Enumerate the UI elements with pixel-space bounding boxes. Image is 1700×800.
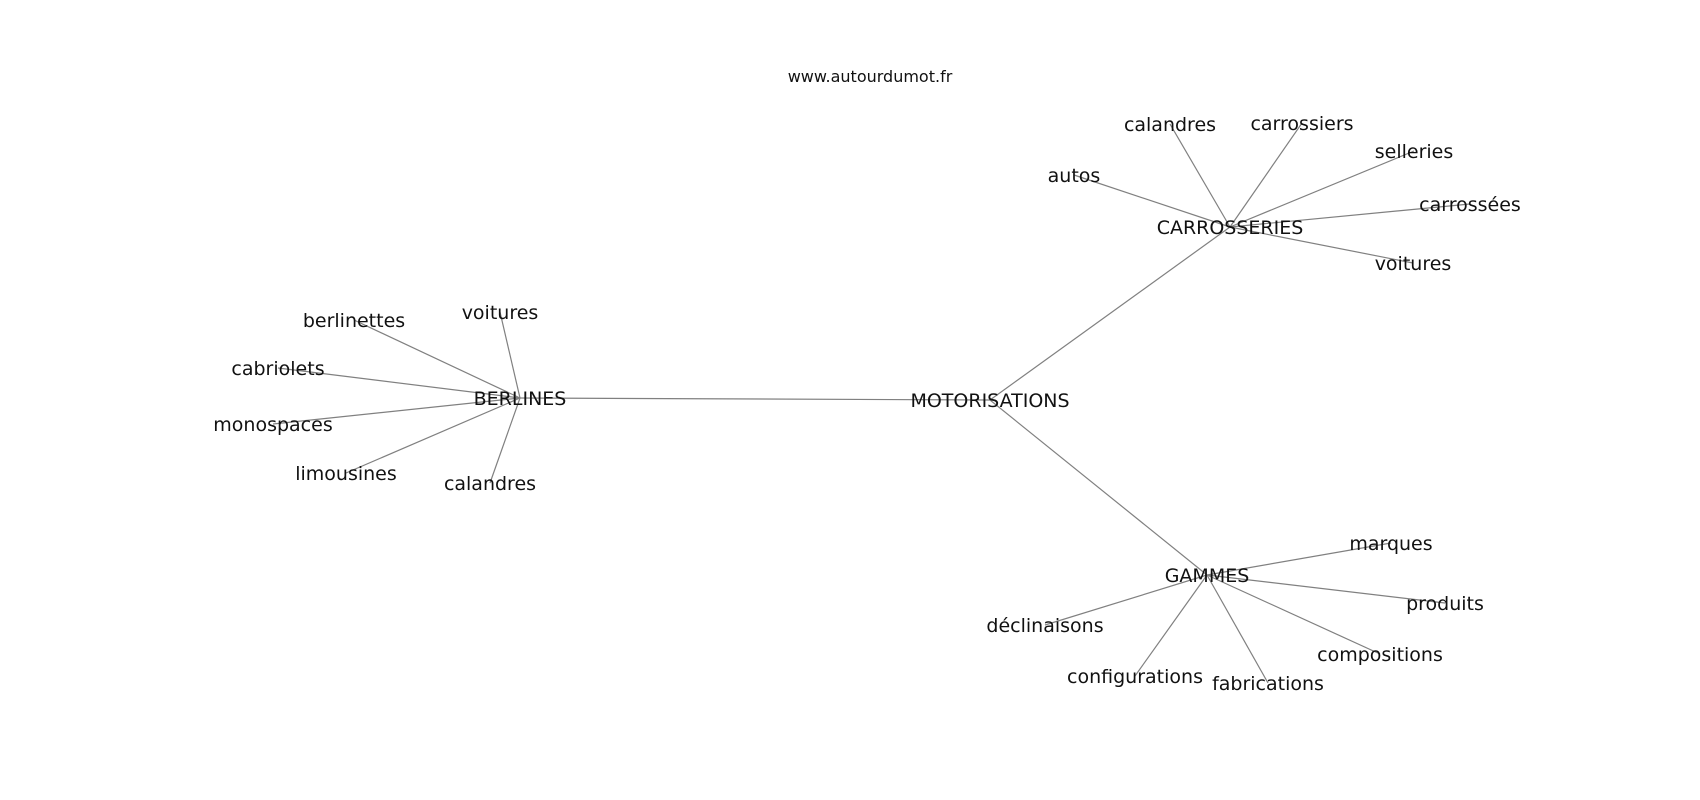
source-label[interactable]: www.autourdumot.fr <box>788 67 953 86</box>
node-b-voitures: voitures <box>462 302 539 324</box>
node-g-configurations: configurations <box>1067 666 1203 688</box>
edge-gammes-g-configurations <box>1134 574 1208 677</box>
graph-edges <box>272 122 1471 684</box>
edge-berlines-b-voitures <box>499 311 521 399</box>
edge-carrosseries-c-autos <box>1073 174 1231 228</box>
node-c-carrossiers: carrossiers <box>1250 113 1353 135</box>
node-gammes: GAMMES <box>1165 565 1250 587</box>
edge-gammes-g-marques <box>1206 542 1392 576</box>
node-c-carrossees: carrossées <box>1419 194 1521 216</box>
edge-carrosseries-c-selleries <box>1229 150 1415 228</box>
edge-gammes-g-fabrications <box>1206 574 1269 684</box>
edge-motorisations-berlines <box>519 397 991 401</box>
node-b-cabriolets: cabriolets <box>231 358 324 380</box>
node-berlines: BERLINES <box>474 388 567 410</box>
edge-berlines-b-calandres <box>489 397 521 484</box>
node-b-calandres: calandres <box>444 473 536 495</box>
node-c-calandres: calandres <box>1124 114 1216 136</box>
edge-carrosseries-c-carrossees <box>1229 203 1471 228</box>
node-c-voitures: voitures <box>1375 253 1452 275</box>
edge-berlines-b-monospaces <box>272 397 521 425</box>
node-b-berlinettes: berlinettes <box>303 310 405 332</box>
node-g-compositions: compositions <box>1317 644 1443 666</box>
edge-carrosseries-c-carrossiers <box>1229 122 1303 228</box>
edge-gammes-g-declinaisons <box>1044 574 1208 626</box>
node-b-monospaces: monospaces <box>213 414 332 436</box>
node-b-limousines: limousines <box>295 463 397 485</box>
node-g-produits: produits <box>1406 593 1484 615</box>
edge-gammes-g-produits <box>1206 574 1446 604</box>
node-carrosseries: CARROSSERIES <box>1157 217 1304 239</box>
edge-berlines-b-cabriolets <box>277 367 521 399</box>
node-c-selleries: selleries <box>1375 141 1454 163</box>
edge-carrosseries-c-voitures <box>1229 226 1414 264</box>
edge-carrosseries-c-calandres <box>1169 123 1231 228</box>
edge-gammes-g-compositions <box>1206 574 1381 655</box>
node-g-declinaisons: déclinaisons <box>986 615 1103 637</box>
edge-berlines-b-berlinettes <box>353 319 521 399</box>
edge-motorisations-gammes <box>989 399 1208 576</box>
node-c-autos: autos <box>1048 165 1101 187</box>
node-g-fabrications: fabrications <box>1212 673 1324 695</box>
edge-motorisations-carrosseries <box>989 226 1231 401</box>
graph-labels: MOTORISATIONS BERLINES CARROSSERIES GAMMES v… <box>213 113 1521 695</box>
edge-berlines-b-limousines <box>345 397 521 474</box>
node-motorisations: MOTORISATIONS <box>910 390 1069 412</box>
node-g-marques: marques <box>1349 533 1432 555</box>
